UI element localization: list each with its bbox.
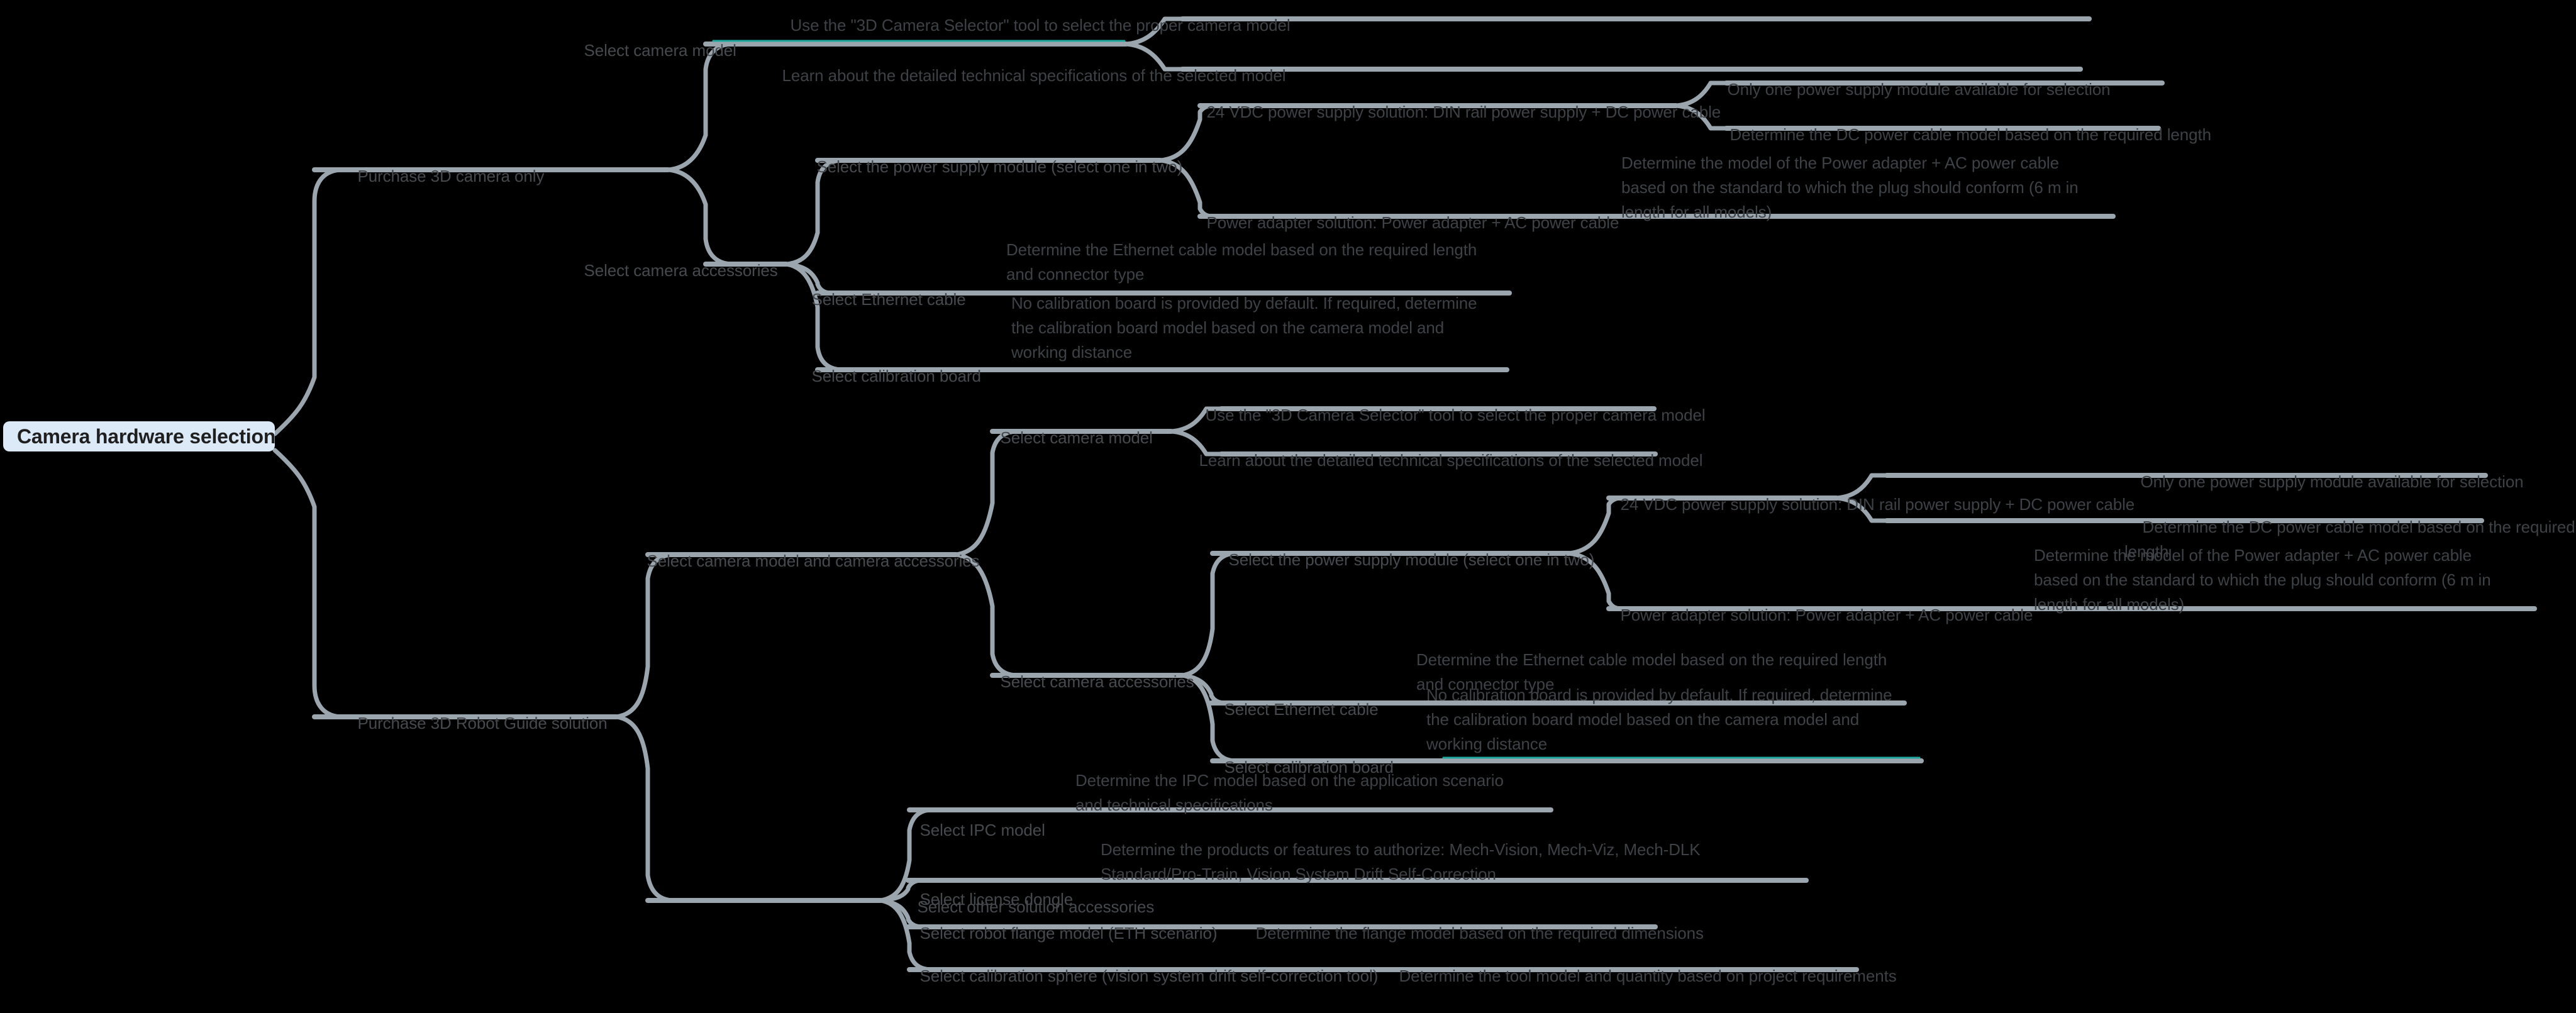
node-label-text: 24 VDC power supply solution: DIN rail p… bbox=[1620, 495, 2135, 514]
node-label-text: Determine the products or features to au… bbox=[1101, 840, 1701, 883]
node-label-text: Select other solution accessories bbox=[917, 897, 1155, 916]
mindmap-canvas: Camera hardware selection Purchase 3D ca… bbox=[3, 0, 2576, 985]
node-label-text: Power adapter solution: Power adapter + … bbox=[1620, 606, 2033, 624]
node-label-text: Select camera model and camera accessori… bbox=[647, 551, 980, 570]
node-b2-calibration-board-leaf-default[interactable]: No calibration board is provided by defa… bbox=[1426, 683, 1904, 756]
node-b2-flange-leaf-dimensions[interactable]: Determine the flange model based on the … bbox=[1238, 897, 1704, 970]
node-label-text: Determine the DC power cable model based… bbox=[2124, 518, 2575, 561]
node-b2-select-other-solution-accessories[interactable]: Select other solution accessories bbox=[899, 870, 1155, 944]
node-label-text: Select camera model bbox=[1000, 428, 1153, 447]
node-b1-power-adapter-solution[interactable]: Power adapter solution: Power adapter + … bbox=[1189, 186, 1619, 260]
node-b2-camera-model-leaf-selector-tool[interactable]: Use the "3D Camera Selector" tool to sel… bbox=[1187, 379, 1706, 452]
node-b1-select-camera-accessories[interactable]: Select camera accessories bbox=[566, 234, 778, 307]
node-b1-select-ethernet-cable[interactable]: Select Ethernet cable bbox=[794, 263, 966, 336]
node-purchase-3d-camera-only[interactable]: Purchase 3D camera only bbox=[340, 140, 545, 213]
node-b2-select-camera-model[interactable]: Select camera model bbox=[982, 401, 1153, 475]
node-b2-select-power-supply-module[interactable]: Select the power supply module (select o… bbox=[1211, 523, 1595, 597]
node-label-text: Purchase 3D Robot Guide solution bbox=[357, 714, 608, 733]
node-label-text: Determine the model of the Power adapter… bbox=[2034, 546, 2491, 614]
node-b2-ethernet-leaf-length-connector[interactable]: Determine the Ethernet cable model based… bbox=[1416, 648, 1894, 697]
node-b2-select-camera-model-and-accessories[interactable]: Select camera model and camera accessori… bbox=[629, 524, 980, 598]
node-label-text: Select Ethernet cable bbox=[811, 290, 966, 309]
node-label-text: 24 VDC power supply solution: DIN rail p… bbox=[1206, 102, 1721, 121]
node-label-text: Select camera accessories bbox=[584, 261, 778, 280]
node-label-text: Select calibration sphere (vision system… bbox=[919, 966, 1379, 985]
node-label-text: Select license dongle bbox=[919, 890, 1074, 909]
node-label-text: Use the "3D Camera Selector" tool to sel… bbox=[790, 16, 1291, 35]
node-label-text: Select calibration board bbox=[811, 367, 981, 385]
node-b2-dongle-leaf-products-to-authorize[interactable]: Determine the products or features to au… bbox=[1101, 838, 1799, 887]
node-label-text: Select the power supply module (select o… bbox=[1228, 550, 1595, 569]
node-label-text: Only one power supply module available f… bbox=[1727, 80, 2111, 99]
node-label-text: Select calibration board bbox=[1224, 758, 1394, 777]
node-label-text: Determine the DC power cable model based… bbox=[1729, 125, 2212, 144]
node-label-text: Determine the flange model based on the … bbox=[1255, 924, 1704, 943]
node-b2-select-robot-flange-model[interactable]: Select robot flange model (ETH scenario) bbox=[902, 897, 1218, 970]
node-label-text: Select camera accessories bbox=[1000, 672, 1194, 691]
node-label-text: Learn about the detailed technical speci… bbox=[1199, 451, 1703, 470]
node-label-text: Select robot flange model (ETH scenario) bbox=[919, 924, 1218, 943]
node-label-text: Select Ethernet cable bbox=[1224, 700, 1379, 719]
node-label-text: Determine the model of the Power adapter… bbox=[1621, 153, 2079, 221]
node-b1-ethernet-leaf-length-connector[interactable]: Determine the Ethernet cable model based… bbox=[1006, 238, 1484, 287]
node-label-text: Determine the Ethernet cable model based… bbox=[1006, 240, 1477, 284]
node-b2-power-adapter-leaf-plug-standard[interactable]: Determine the model of the Power adapter… bbox=[2034, 543, 2504, 617]
node-label-text: Only one power supply module available f… bbox=[2140, 472, 2524, 491]
node-label-text: Select camera model bbox=[584, 41, 736, 60]
node-b2-select-ethernet-cable[interactable]: Select Ethernet cable bbox=[1206, 673, 1379, 746]
node-b1-24vdc-power-supply-solution[interactable]: 24 VDC power supply solution: DIN rail p… bbox=[1189, 75, 1721, 149]
node-label-text: Determine the Ethernet cable model based… bbox=[1416, 650, 1887, 694]
node-b2-sphere-leaf-tool-model-quantity[interactable]: Determine the tool model and quantity ba… bbox=[1381, 939, 1897, 1013]
node-purchase-3d-robot-guide-solution[interactable]: Purchase 3D Robot Guide solution bbox=[340, 687, 608, 760]
node-b1-select-power-supply-module[interactable]: Select the power supply module (select o… bbox=[799, 130, 1183, 204]
node-label-text: No calibration board is provided by defa… bbox=[1426, 685, 1892, 753]
node-b2-power-adapter-solution[interactable]: Power adapter solution: Power adapter + … bbox=[1602, 578, 2033, 652]
node-label-text: Determine the IPC model based on the app… bbox=[1075, 771, 1504, 814]
node-b1-24vdc-leaf-only-one-module[interactable]: Only one power supply module available f… bbox=[1709, 53, 2111, 126]
node-b1-camera-model-leaf-specifications[interactable]: Learn about the detailed technical speci… bbox=[764, 39, 1286, 113]
node-label-text: Learn about the detailed technical speci… bbox=[782, 66, 1286, 85]
node-b2-24vdc-power-supply-solution[interactable]: 24 VDC power supply solution: DIN rail p… bbox=[1602, 468, 2135, 541]
node-b2-select-calibration-board[interactable]: Select calibration board bbox=[1206, 731, 1394, 804]
node-b2-24vdc-leaf-dc-cable-length[interactable]: Determine the DC power cable model based… bbox=[2124, 490, 2576, 589]
node-b2-select-license-dongle[interactable]: Select license dongle bbox=[902, 863, 1074, 936]
node-b2-select-camera-accessories[interactable]: Select camera accessories bbox=[982, 645, 1194, 719]
node-b2-ipc-leaf-application-scenario[interactable]: Determine the IPC model based on the app… bbox=[1075, 768, 1526, 817]
node-label-text: Determine the tool model and quantity ba… bbox=[1399, 966, 1897, 985]
node-b1-camera-model-leaf-selector-tool[interactable]: Use the "3D Camera Selector" tool to sel… bbox=[772, 0, 1291, 62]
node-label-text: No calibration board is provided by defa… bbox=[1011, 294, 1477, 362]
node-b2-24vdc-leaf-only-one-module[interactable]: Only one power supply module available f… bbox=[2123, 445, 2524, 519]
node-b1-select-calibration-board[interactable]: Select calibration board bbox=[794, 340, 981, 413]
node-b1-24vdc-leaf-dc-cable-length[interactable]: Determine the DC power cable model based… bbox=[1712, 98, 2212, 172]
node-b1-power-adapter-leaf-plug-standard[interactable]: Determine the model of the Power adapter… bbox=[1621, 151, 2088, 224]
node-b2-camera-model-leaf-specifications[interactable]: Learn about the detailed technical speci… bbox=[1181, 424, 1703, 497]
node-label-text: Purchase 3D camera only bbox=[357, 167, 545, 185]
node-b2-select-calibration-sphere[interactable]: Select calibration sphere (vision system… bbox=[902, 939, 1379, 1013]
node-label-text: Power adapter solution: Power adapter + … bbox=[1206, 213, 1619, 232]
node-b2-select-ipc-model[interactable]: Select IPC model bbox=[902, 794, 1045, 867]
root-node-label: Camera hardware selection bbox=[17, 424, 276, 448]
node-label-text: Select IPC model bbox=[919, 821, 1045, 839]
node-b1-select-camera-model[interactable]: Select camera model bbox=[566, 14, 736, 87]
root-node[interactable]: Camera hardware selection bbox=[3, 421, 275, 451]
node-label-text: Use the "3D Camera Selector" tool to sel… bbox=[1205, 406, 1706, 424]
node-b1-calibration-board-leaf-default[interactable]: No calibration board is provided by defa… bbox=[1011, 291, 1489, 365]
node-label-text: Select the power supply module (select o… bbox=[816, 157, 1183, 176]
